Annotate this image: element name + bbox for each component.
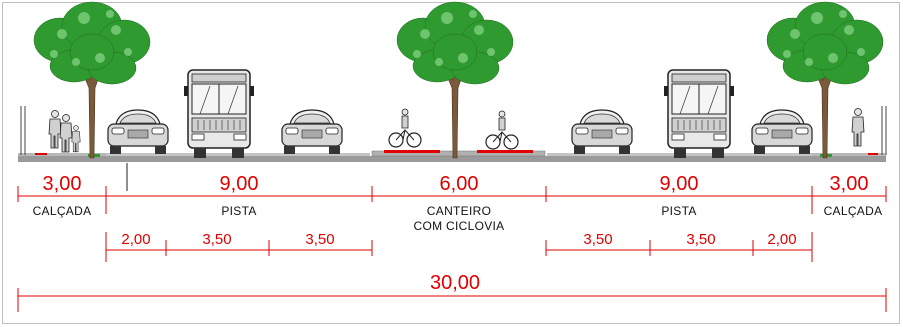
lane-value-right-2: 3,50 bbox=[686, 231, 715, 248]
lane-value-left-2: 3,50 bbox=[202, 231, 231, 248]
segment-value-median: 6,00 bbox=[440, 173, 479, 195]
lane-value-right-3: 2,00 bbox=[767, 231, 796, 248]
lane-value-left-3: 3,50 bbox=[305, 231, 334, 248]
left-lane-dimension-line bbox=[105, 232, 373, 262]
pedestrian-icon bbox=[71, 125, 81, 153]
right-fence bbox=[881, 106, 887, 155]
segment-value-left-sidewalk: 3,00 bbox=[43, 173, 82, 195]
primary-dimension-line bbox=[17, 163, 887, 214]
lane-value-left-1: 2,00 bbox=[121, 231, 150, 248]
segment-value-right-roadway: 9,00 bbox=[660, 173, 699, 195]
cyclist-icon bbox=[485, 110, 519, 150]
segment-value-right-sidewalk: 3,00 bbox=[830, 173, 869, 195]
car-icon bbox=[751, 109, 813, 155]
car-icon bbox=[281, 109, 343, 155]
segment-label-median-line2: COM CICLOVIA bbox=[414, 219, 505, 233]
segment-label-left-sidewalk: CALÇADA bbox=[33, 204, 92, 218]
tree-icon bbox=[396, 1, 514, 159]
segment-label-left-roadway: PISTA bbox=[221, 204, 256, 218]
lane-value-right-1: 3,50 bbox=[583, 231, 612, 248]
cyclist-icon bbox=[388, 108, 422, 148]
total-dimension-line bbox=[17, 288, 887, 312]
car-icon bbox=[107, 109, 169, 155]
pedestrian-icon bbox=[59, 114, 73, 153]
pedestrian-icon bbox=[851, 108, 865, 147]
segment-label-median-line1: CANTEIRO bbox=[427, 204, 491, 218]
segment-value-left-roadway: 9,00 bbox=[220, 173, 259, 195]
bus-icon bbox=[183, 69, 255, 159]
total-width-value: 30,00 bbox=[430, 272, 480, 294]
segment-label-right-sidewalk: CALÇADA bbox=[824, 204, 883, 218]
right-lane-dimension-line bbox=[545, 232, 813, 262]
car-icon bbox=[571, 109, 633, 155]
segment-label-right-roadway: PISTA bbox=[661, 204, 696, 218]
pedestrian-icon bbox=[48, 110, 62, 149]
bus-icon bbox=[663, 69, 735, 159]
left-fence bbox=[20, 106, 26, 155]
